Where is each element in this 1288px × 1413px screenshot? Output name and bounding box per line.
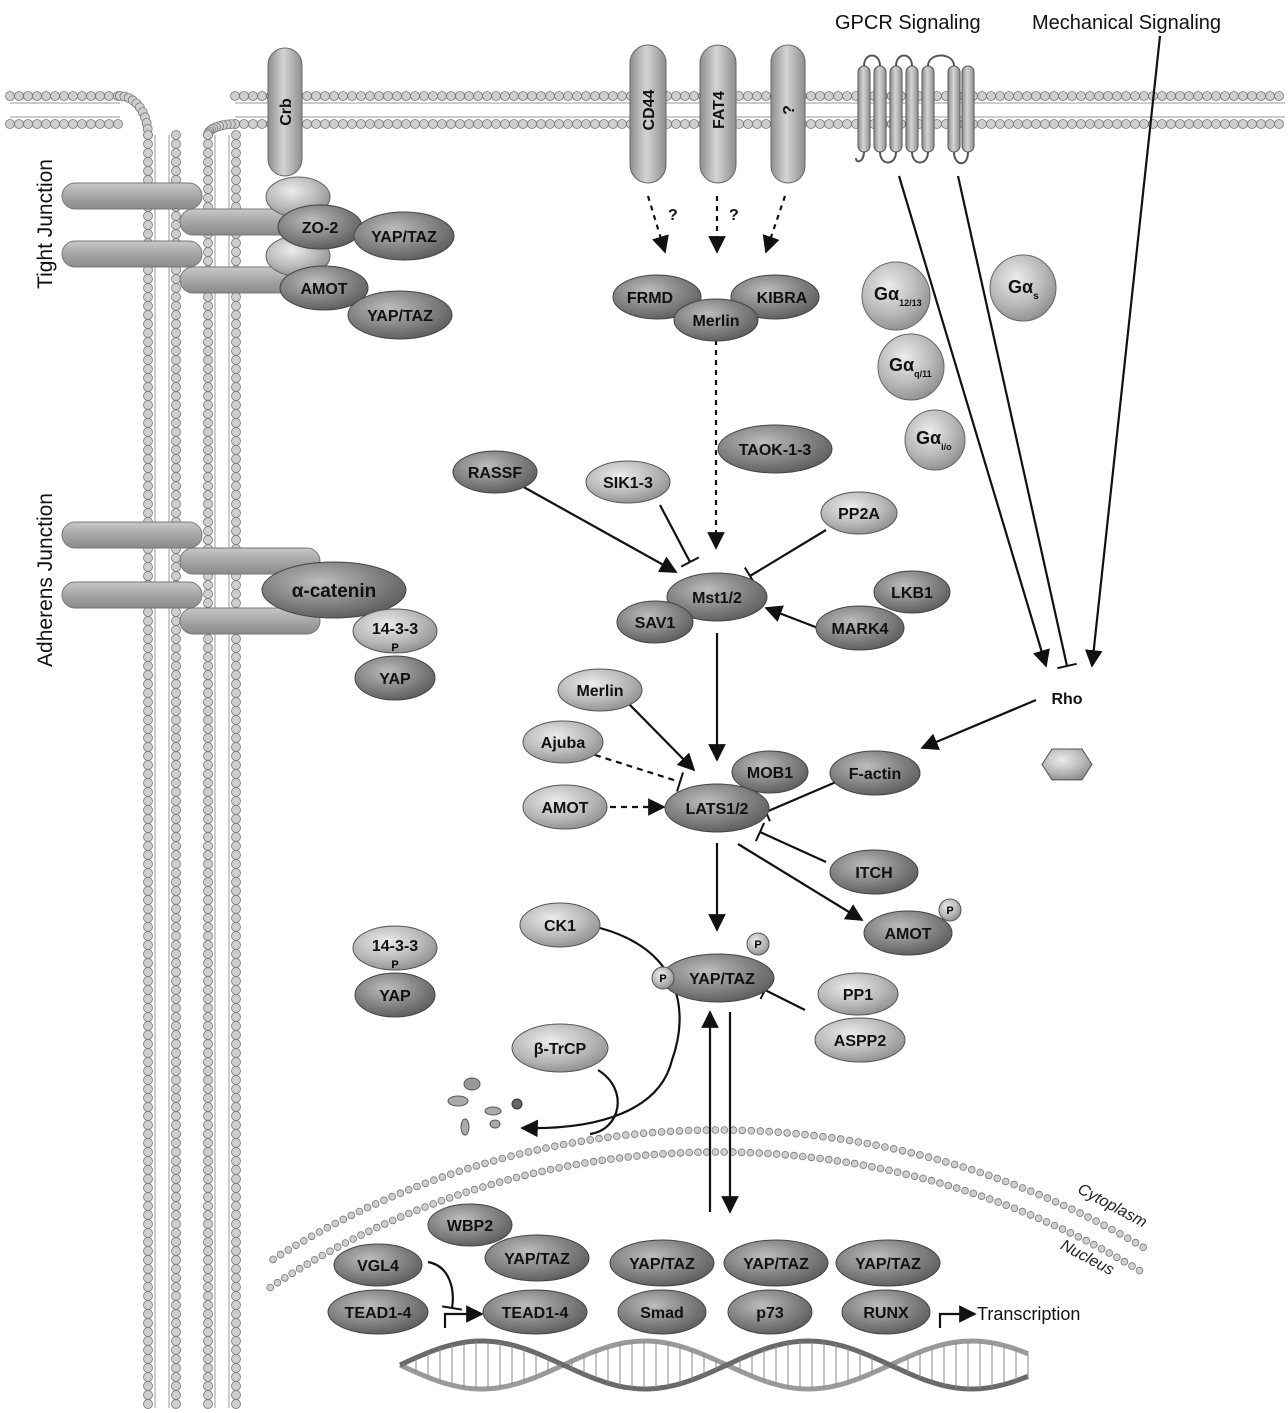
mst-label: Mst1/2: [692, 590, 742, 607]
rho-label: Rho: [1051, 691, 1082, 708]
pp1-label: PP1: [843, 987, 873, 1004]
rassf-label: RASSF: [468, 465, 522, 482]
question-mark-fat4: ?: [729, 207, 739, 224]
mechanical-signaling-header: Mechanical Signaling: [1032, 12, 1221, 34]
merlin-label: Merlin: [692, 313, 739, 330]
adherens-junction-label: Adherens Junction: [34, 493, 57, 667]
runx-label: RUNX: [863, 1305, 909, 1322]
smad-label: Smad: [640, 1305, 684, 1322]
sav1-label: SAV1: [635, 615, 676, 632]
ajuba-label: Ajuba: [541, 735, 586, 752]
yaptaz-tj-label-2: YAP/TAZ: [367, 308, 433, 325]
zo2-label: ZO-2: [302, 220, 339, 237]
cyap-label: YAP: [379, 988, 411, 1005]
unknown-receptor-label: ?: [781, 105, 798, 115]
taok-label: TAOK-1-3: [739, 442, 812, 459]
yaptaz-cyto-label: YAP/TAZ: [689, 971, 755, 988]
yaptaz-n3-label: YAP/TAZ: [743, 1256, 809, 1273]
yaptaz-tj-label-1: YAP/TAZ: [371, 229, 437, 246]
tight-junction-label: Tight Junction: [34, 159, 57, 289]
mob1-label: MOB1: [747, 765, 793, 782]
mark4-label: MARK4: [832, 621, 889, 638]
question-mark-cd44: ?: [668, 207, 678, 224]
kibra-label: KIBRA: [757, 290, 808, 307]
ck1-label: CK1: [544, 918, 576, 935]
yap-aj-label: YAP: [379, 671, 411, 688]
cp-label: P: [391, 959, 398, 971]
wbp2-label: WBP2: [447, 1218, 493, 1235]
node-labels: ZO-2 YAP/TAZ AMOT YAP/TAZ α-catenin 14-3…: [292, 220, 1083, 1322]
yaptaz-p-left-label: P: [659, 973, 666, 985]
gpcr-receptor: [856, 56, 974, 164]
lats-label: LATS1/2: [686, 801, 749, 818]
pathway-nodes: [262, 177, 1092, 1334]
cytoplasm-label: Cytoplasm: [1075, 1181, 1150, 1231]
merlin2-label: Merlin: [576, 683, 623, 700]
frmd-label: FRMD: [627, 290, 673, 307]
amotp-p-label: P: [946, 905, 953, 917]
sik-label: SIK1-3: [603, 475, 653, 492]
amot-tj-label: AMOT: [300, 281, 347, 298]
p73-label: p73: [756, 1305, 784, 1322]
btrcp-label: β-TrCP: [534, 1041, 587, 1058]
factin-label: F-actin: [849, 766, 901, 783]
dna-helix: [400, 1341, 1028, 1389]
vgl4-label: VGL4: [357, 1258, 399, 1275]
p1433-aj-label: 14-3-3: [372, 621, 418, 638]
receptors: Crb CD44 FAT4 ?: [268, 45, 805, 183]
gpcr-signaling-header: GPCR Signaling: [835, 12, 981, 34]
degradation-fragments: [448, 1078, 522, 1135]
alpha-catenin-label: α-catenin: [292, 581, 377, 602]
aspp2-label: ASPP2: [834, 1033, 887, 1050]
p-aj-label: P: [391, 642, 398, 654]
yaptaz-n2-label: YAP/TAZ: [629, 1256, 695, 1273]
c1433-label: 14-3-3: [372, 938, 418, 955]
yaptaz-p-top-label: P: [754, 939, 761, 951]
crb-label: Crb: [278, 98, 295, 126]
cd44-label: CD44: [641, 89, 658, 130]
lkb1-label: LKB1: [891, 585, 933, 602]
yaptaz-n1-label: YAP/TAZ: [504, 1251, 570, 1268]
itch-label: ITCH: [855, 865, 892, 882]
yaptaz-n4-label: YAP/TAZ: [855, 1256, 921, 1273]
transcription-label: Transcription: [977, 1304, 1080, 1324]
tead-b-label: TEAD1-4: [502, 1305, 569, 1322]
rho-node: [1042, 749, 1092, 780]
pp2a-label: PP2A: [838, 506, 880, 523]
tead-a-label: TEAD1-4: [345, 1305, 412, 1322]
fat4-label: FAT4: [711, 91, 728, 129]
amot2-label: AMOT: [541, 800, 588, 817]
amotp-label: AMOT: [884, 926, 931, 943]
